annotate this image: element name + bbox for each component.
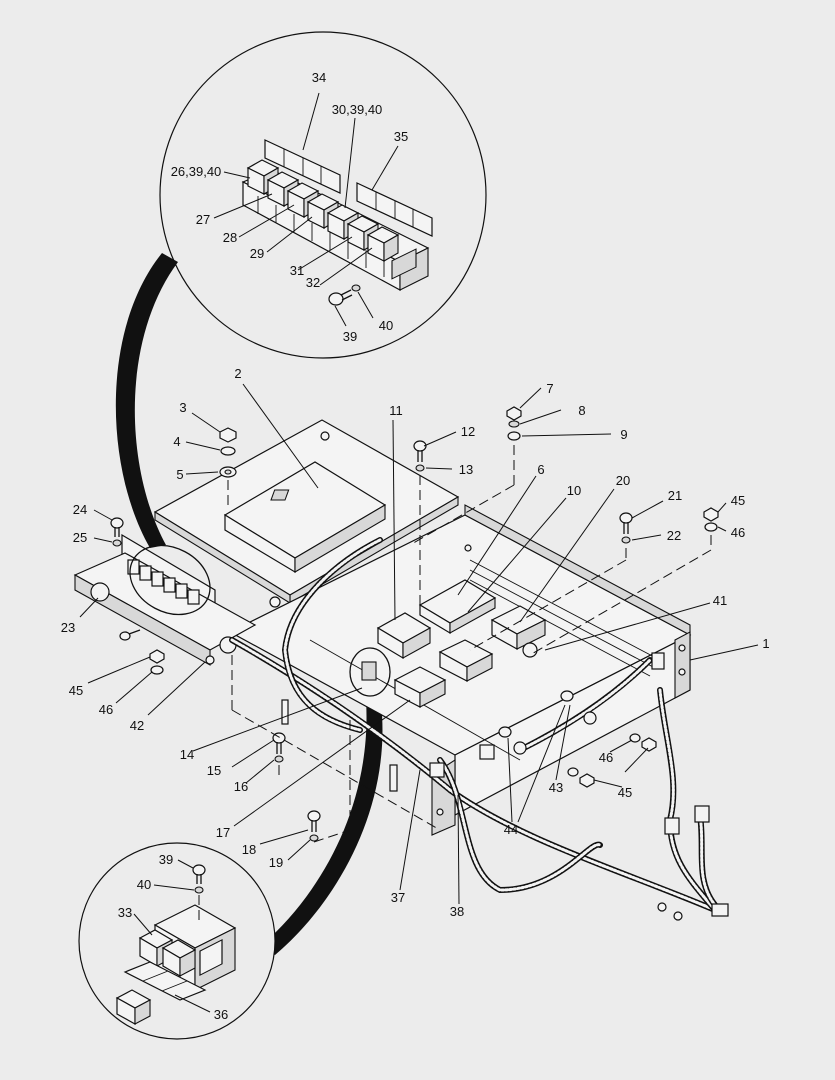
label-46-left: 46 <box>99 702 113 717</box>
label-34: 34 <box>312 70 326 85</box>
main-assembly <box>73 383 759 921</box>
label-42: 42 <box>130 718 144 733</box>
label-44: 44 <box>504 822 518 837</box>
label-11: 11 <box>389 403 403 418</box>
label-2: 2 <box>234 366 241 381</box>
label-9: 9 <box>620 427 627 442</box>
label-5: 5 <box>176 467 183 482</box>
label-33: 33 <box>118 905 132 920</box>
relay-socket-callout <box>349 647 391 697</box>
top-detail-view <box>159 31 487 359</box>
label-31: 31 <box>290 263 304 278</box>
left-relay-row <box>127 559 200 605</box>
label-23: 23 <box>61 620 75 635</box>
label-7: 7 <box>546 381 553 396</box>
label-36: 36 <box>214 1007 228 1022</box>
label-10: 10 <box>567 483 581 498</box>
label-15: 15 <box>207 763 221 778</box>
label-43: 43 <box>549 780 563 795</box>
harness-connectors <box>429 642 729 921</box>
label-8: 8 <box>578 403 585 418</box>
module-11 <box>376 612 432 660</box>
part-labels: 34 30,39,40 35 26,39,40 27 28 29 31 32 4… <box>61 70 770 1022</box>
module-6 <box>418 579 497 635</box>
label-46-center: 46 <box>599 750 613 765</box>
module-20 <box>490 605 547 651</box>
label-45-right: 45 <box>731 493 745 508</box>
label-4: 4 <box>173 434 180 449</box>
relay-loose-detail <box>115 989 152 1026</box>
label-22: 22 <box>667 528 681 543</box>
label-30-39-40: 30,39,40 <box>332 102 383 117</box>
module-17 <box>393 666 447 708</box>
label-39-bottom: 39 <box>159 852 173 867</box>
screw-39-bottom <box>192 864 206 925</box>
label-6: 6 <box>537 462 544 477</box>
label-21: 21 <box>668 488 682 503</box>
label-35: 35 <box>394 129 408 144</box>
label-29: 29 <box>250 246 264 261</box>
dashed-reference-lines <box>227 445 712 843</box>
hardware <box>110 406 719 842</box>
bottom-detail-connector <box>262 695 383 955</box>
label-28: 28 <box>223 230 237 245</box>
label-13: 13 <box>459 462 473 477</box>
ecu-module-2 <box>223 461 387 574</box>
label-18: 18 <box>242 842 256 857</box>
label-39-top: 39 <box>343 329 357 344</box>
label-41: 41 <box>713 593 727 608</box>
label-20: 20 <box>616 473 630 488</box>
label-19: 19 <box>269 855 283 870</box>
label-strip-36 <box>123 961 207 1001</box>
label-40-bottom: 40 <box>137 877 151 892</box>
bottom-detail-leaders <box>133 859 211 1013</box>
label-40-top: 40 <box>379 318 393 333</box>
label-1: 1 <box>762 636 769 651</box>
label-45-left: 45 <box>69 683 83 698</box>
main-leaders <box>79 383 759 905</box>
relay-cubes <box>246 159 400 262</box>
relay-label-strip-34 <box>264 139 341 194</box>
relay-33-detail <box>138 929 197 978</box>
label-24: 24 <box>73 502 87 517</box>
module-10 <box>438 639 494 682</box>
relay-label-strip-35 <box>356 182 433 237</box>
label-46-right: 46 <box>731 525 745 540</box>
label-25: 25 <box>73 530 87 545</box>
label-16: 16 <box>234 779 248 794</box>
screw-39-detail <box>328 284 361 306</box>
label-3: 3 <box>179 400 186 415</box>
top-detail-leaders <box>213 92 399 327</box>
label-38: 38 <box>450 904 464 919</box>
label-32: 32 <box>306 275 320 290</box>
bottom-detail-view <box>78 842 276 1040</box>
label-17: 17 <box>216 825 230 840</box>
label-26-39-40: 26,39,40 <box>171 164 222 179</box>
label-37: 37 <box>391 890 405 905</box>
label-14: 14 <box>180 747 194 762</box>
top-detail-connector <box>115 253 178 548</box>
label-12: 12 <box>461 424 475 439</box>
left-relay-bracket <box>73 533 257 666</box>
label-45-center: 45 <box>618 785 632 800</box>
label-27: 27 <box>196 212 210 227</box>
relay-32 <box>366 226 400 262</box>
